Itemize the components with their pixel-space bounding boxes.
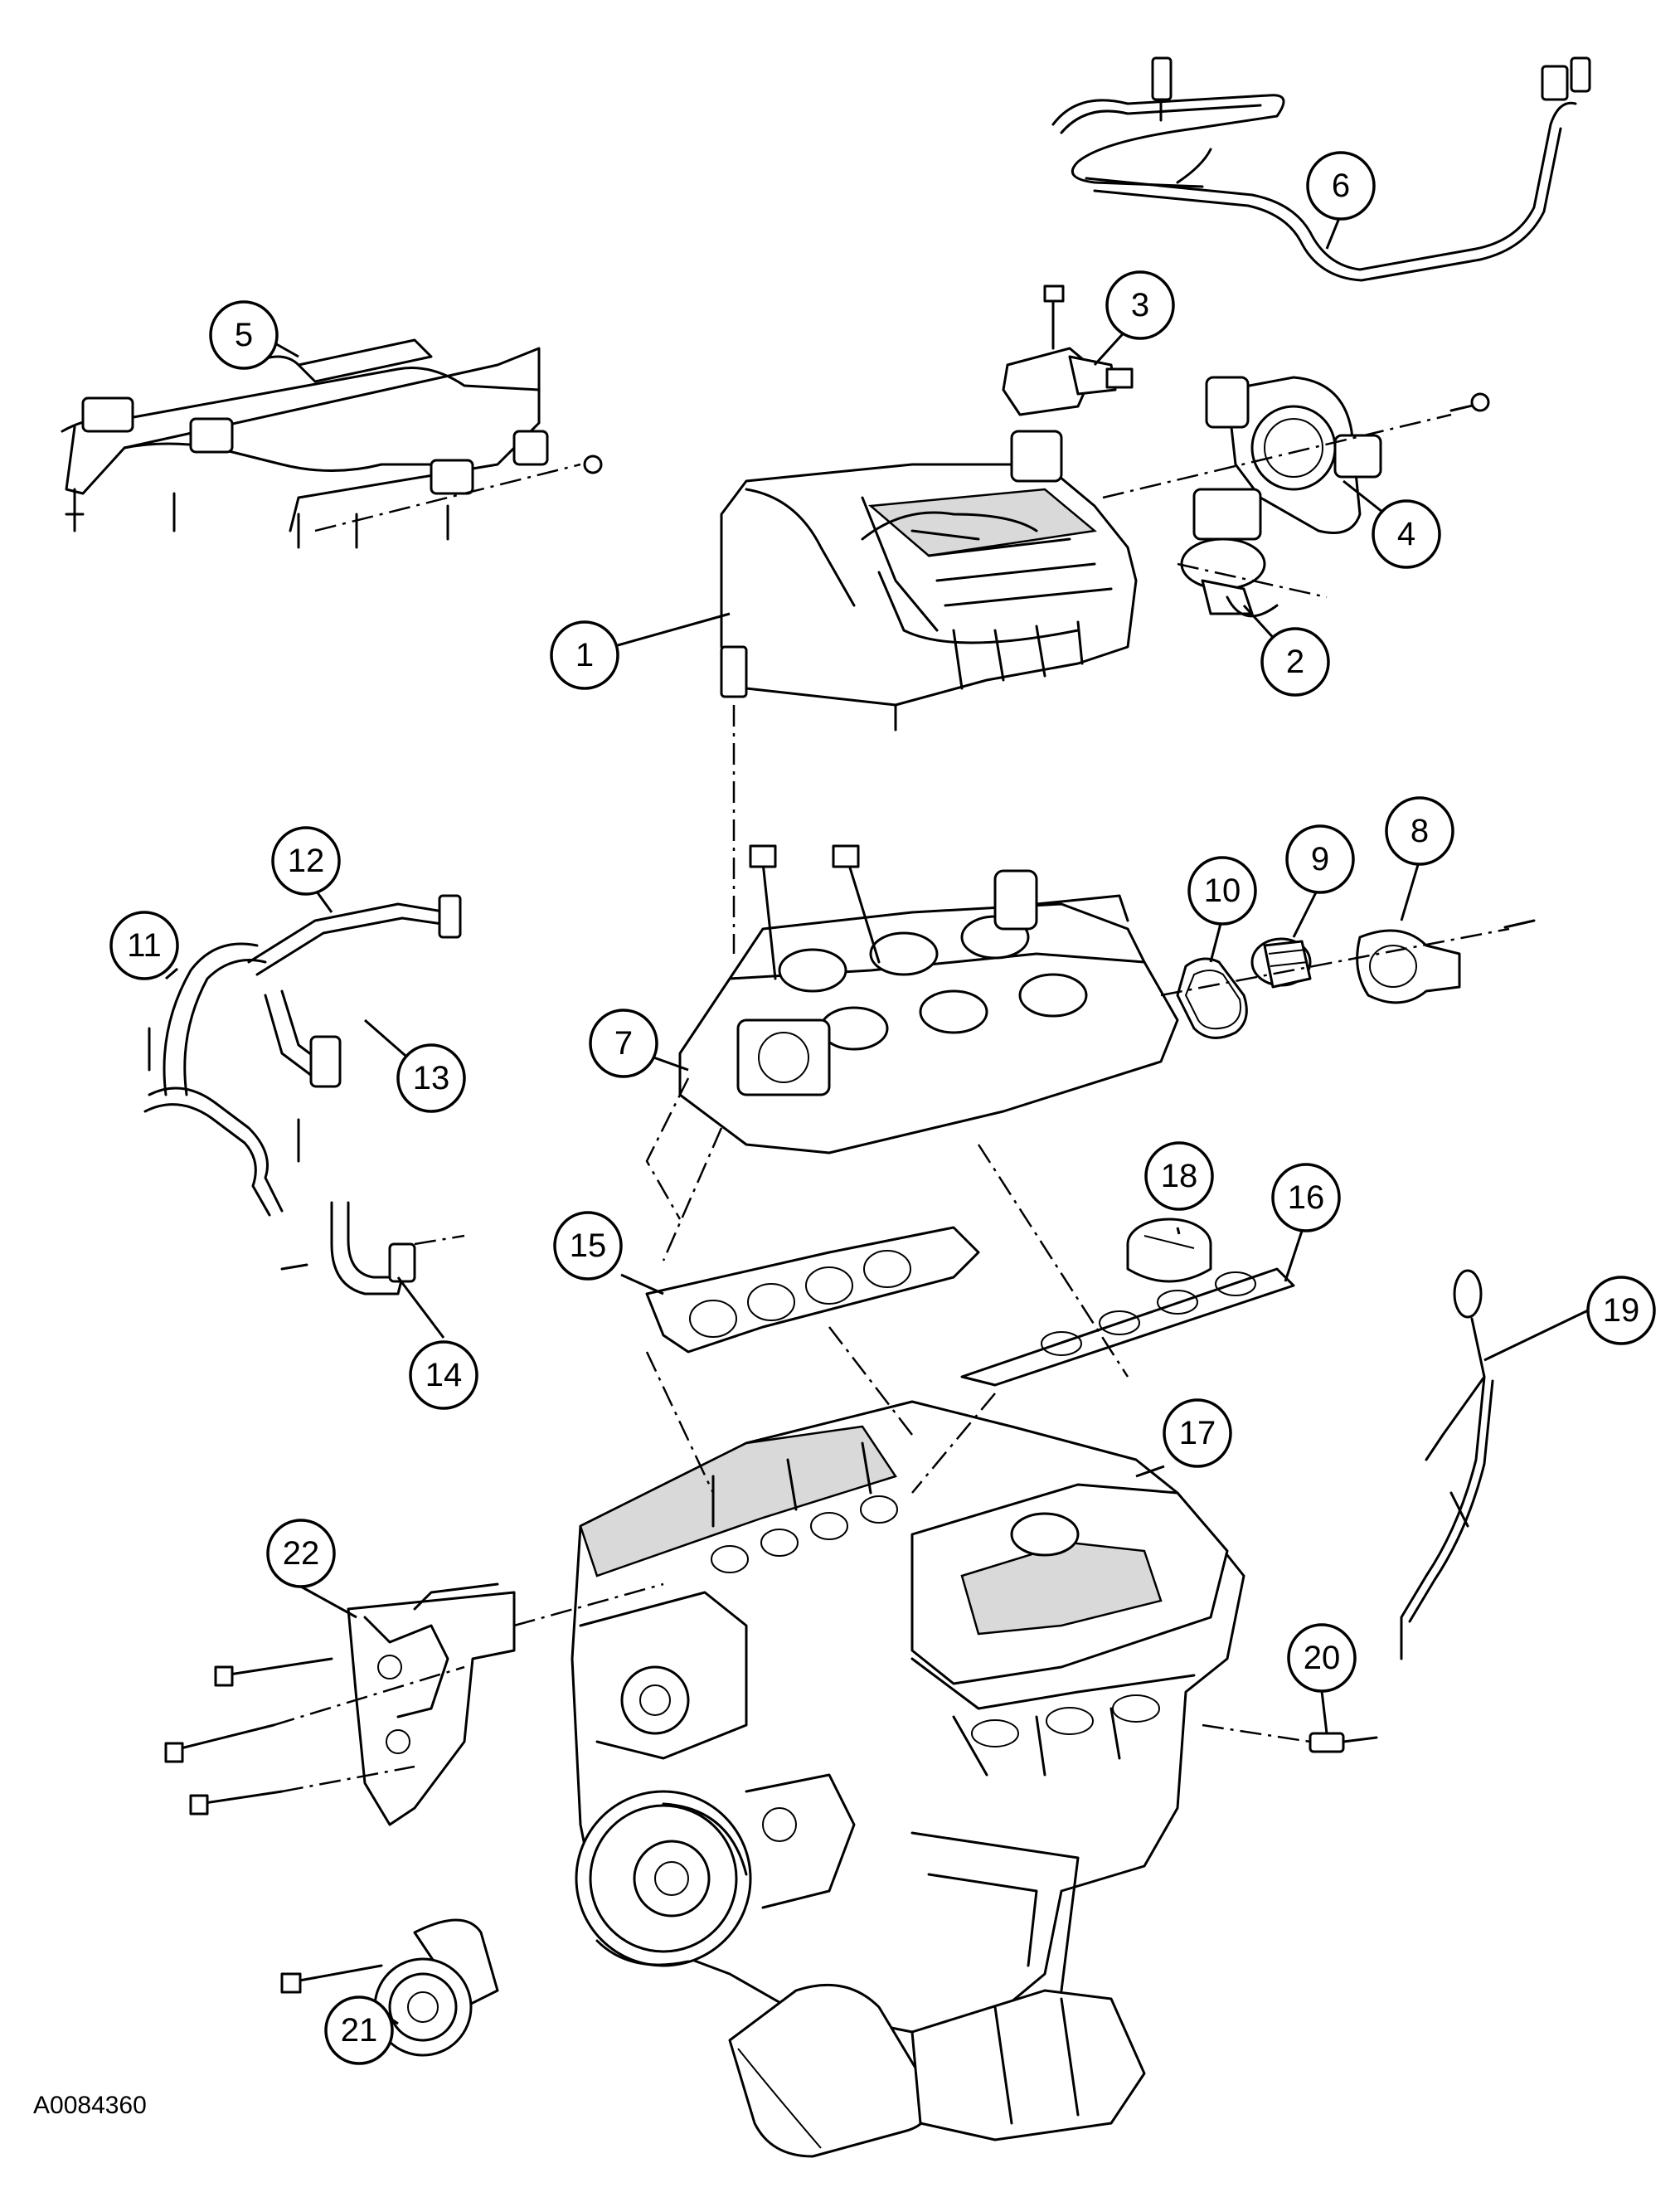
- callout-3: 3: [1105, 270, 1175, 340]
- callout-4-label: 4: [1397, 516, 1415, 552]
- callout-9-label: 9: [1311, 841, 1329, 877]
- intake-gasket-left-part: [645, 1226, 980, 1354]
- callout-2-label: 2: [1286, 644, 1304, 680]
- callout-7-label: 7: [614, 1025, 633, 1062]
- fuel-rail-injectors-part: [61, 338, 603, 549]
- callout-20: 20: [1287, 1623, 1357, 1693]
- callout-14-label: 14: [425, 1357, 463, 1393]
- oil-pan-part: [910, 1989, 1146, 2141]
- callout-18-label: 18: [1161, 1158, 1198, 1194]
- callout-13-label: 13: [413, 1060, 450, 1096]
- callout-6: 6: [1306, 151, 1376, 221]
- intake-gasket-right-part: [960, 1267, 1295, 1387]
- accessory-bracket-part: [347, 1582, 516, 1826]
- alignment-lines: [645, 1077, 1129, 1494]
- callout-13: 13: [396, 1043, 466, 1113]
- callout-19: 19: [1586, 1276, 1656, 1345]
- callout-12: 12: [271, 826, 341, 896]
- callout-22: 22: [266, 1519, 336, 1588]
- callout-15-label: 15: [570, 1227, 607, 1264]
- wiring-harness-part: [1051, 56, 1591, 282]
- egr-valve-part: [1177, 488, 1328, 618]
- coolant-tube-upper-part: [247, 894, 462, 976]
- callout-12-label: 12: [288, 843, 325, 879]
- callout-10-label: 10: [1204, 873, 1241, 909]
- callout-3-label: 3: [1131, 287, 1149, 323]
- callout-1: 1: [550, 620, 619, 690]
- callout-5-label: 5: [235, 317, 253, 353]
- callout-11: 11: [109, 911, 179, 980]
- callout-16: 16: [1271, 1163, 1341, 1232]
- callout-16-label: 16: [1288, 1179, 1325, 1216]
- callout-17: 17: [1163, 1398, 1232, 1468]
- thermostat-alignment-line: [1160, 927, 1510, 997]
- callout-8: 8: [1385, 796, 1454, 866]
- callout-2: 2: [1260, 627, 1330, 697]
- dipstick-part: [1400, 1269, 1494, 1660]
- callout-5: 5: [209, 300, 279, 370]
- callout-22-label: 22: [283, 1535, 320, 1572]
- callout-10: 10: [1187, 856, 1257, 926]
- temp-sensor-part: [1202, 1723, 1378, 1753]
- coolant-tube-lower-part: [148, 989, 342, 1163]
- upper-intake-manifold-part: [720, 430, 1138, 732]
- callout-9: 9: [1285, 824, 1355, 894]
- callout-17-label: 17: [1179, 1415, 1216, 1451]
- callout-21-label: 21: [341, 2012, 378, 2049]
- crank-pulley-part: [575, 1790, 752, 1967]
- thermostat-part: [1250, 937, 1312, 989]
- callout-4: 4: [1372, 499, 1441, 569]
- oil-filler-cap-part: [1126, 1218, 1212, 1283]
- callout-1-label: 1: [575, 637, 594, 673]
- thermostat-bolt: [1503, 919, 1536, 929]
- lower-intake-manifold-part: [678, 844, 1179, 1154]
- callout-19-label: 19: [1603, 1292, 1640, 1329]
- bracket-bolts-part: [164, 1582, 664, 1816]
- figure-id: A0084360: [33, 2092, 147, 2119]
- callout-14: 14: [409, 1340, 478, 1410]
- callout-8-label: 8: [1411, 813, 1429, 849]
- idler-pulley-part: [280, 1918, 499, 2057]
- thermostat-gasket-part: [1176, 957, 1248, 1039]
- sensor-part: [1002, 284, 1134, 416]
- callout-7: 7: [589, 1009, 658, 1078]
- callout-20-label: 20: [1304, 1640, 1341, 1676]
- thermostat-housing-part: [1356, 929, 1461, 1004]
- callout-18: 18: [1144, 1141, 1214, 1211]
- callout-11-label: 11: [127, 927, 162, 964]
- callout-21: 21: [324, 1995, 394, 2065]
- coolant-bypass-hose-part: [143, 942, 284, 1217]
- callout-15: 15: [553, 1211, 623, 1281]
- callout-6-label: 6: [1332, 168, 1350, 204]
- coolant-tube-14-part: [280, 1201, 465, 1295]
